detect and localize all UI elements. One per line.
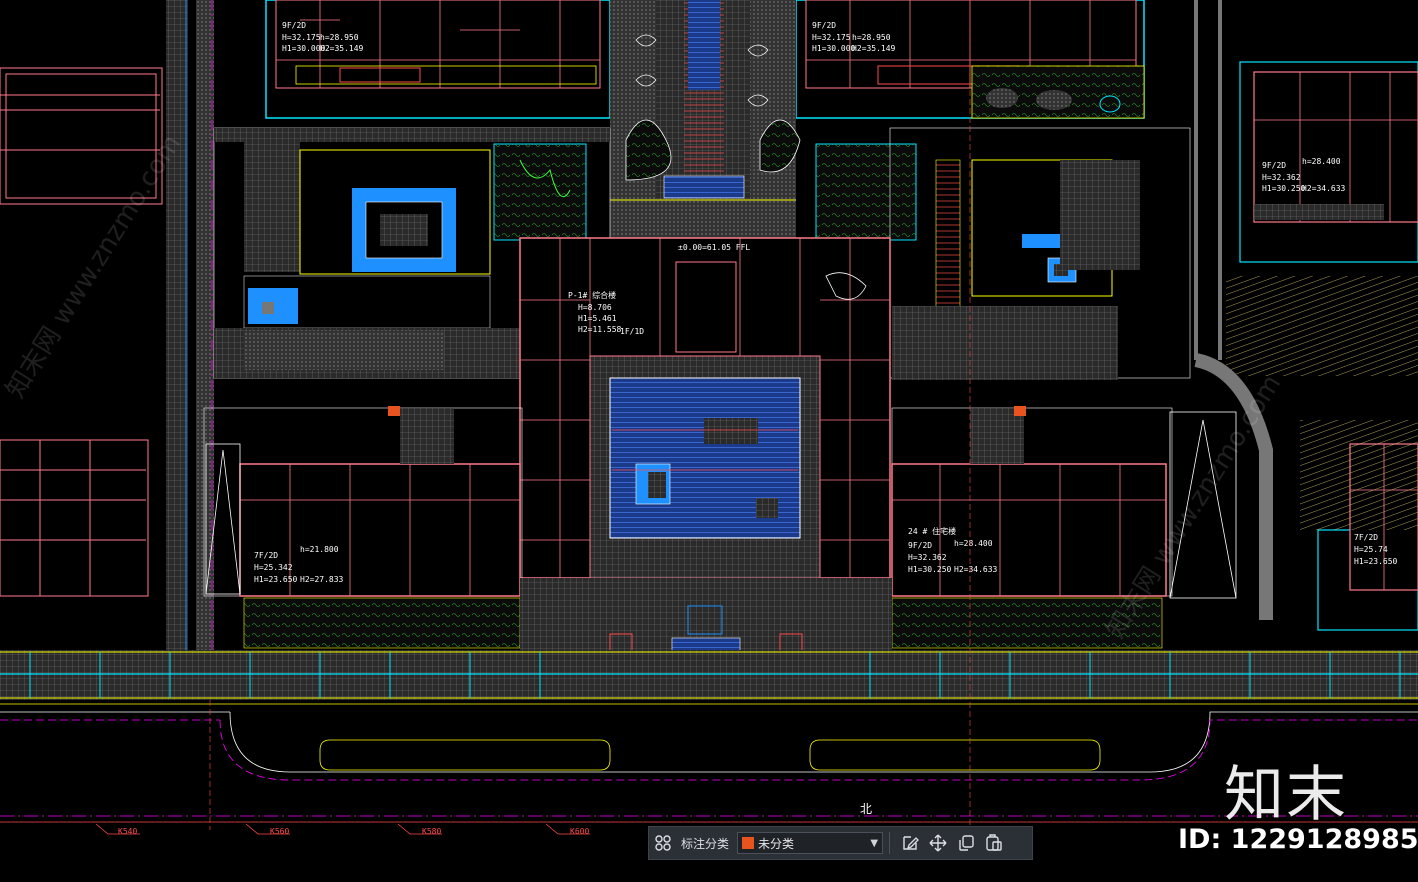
hatch-area-right-lower bbox=[1300, 420, 1418, 530]
bldg-lr-floors: 9F/2D bbox=[908, 541, 932, 550]
station-k580: K580 bbox=[422, 827, 441, 836]
bldg-tr-floors: 9F/2D bbox=[812, 21, 836, 30]
category-select-value: 未分类 bbox=[758, 836, 795, 851]
bldg-ll-floors: 7F/2D bbox=[254, 551, 278, 560]
building-right-top: 9F/2D H=32.362 H1=30.250 h=28.400 H2=34.… bbox=[1239, 61, 1418, 263]
bldg-center-elevation: ±0.00=61.05 FFL bbox=[678, 243, 750, 252]
bldg-tr-h: h=28.950 bbox=[852, 33, 891, 42]
station-k600: K600 bbox=[570, 827, 589, 836]
asset-id: ID: 1229128985 bbox=[1178, 824, 1418, 855]
road-station-labels: K540 K560 K580 K600 bbox=[95, 823, 590, 836]
road-band bbox=[0, 0, 1418, 830]
building-lower-left: 7F/2D H=25.342 H1=23.650 h=21.800 H2=27.… bbox=[203, 406, 523, 597]
bldg-lr-h0: H=32.362 bbox=[908, 553, 947, 562]
bldg-lr-h2: H2=34.633 bbox=[954, 565, 998, 574]
building-top-left: 9F/2D H=32.175 H1=30.000 h=28.950 H2=35.… bbox=[265, 0, 611, 119]
station-k540: K540 bbox=[118, 827, 137, 836]
bldg-center-h1: H1=5.461 bbox=[578, 314, 617, 323]
bldg-tr-h2: H2=35.149 bbox=[852, 44, 896, 53]
bldg-tr-h1: H1=30.000 bbox=[812, 44, 856, 53]
bldg-tl-floors: 9F/2D bbox=[282, 21, 306, 30]
building-lower-right: 24 # 住宅楼 9F/2D H=32.362 H1=30.250 h=28.4… bbox=[891, 406, 1237, 599]
bldg-fr-floors: 7F/2D bbox=[1354, 533, 1378, 542]
bldg-center-h2: H2=11.558 bbox=[578, 325, 622, 334]
walkway-left-inner bbox=[196, 0, 214, 700]
bldg-rt-h2: H2=34.633 bbox=[1302, 184, 1346, 193]
grid-icon[interactable] bbox=[649, 829, 677, 857]
station-k560: K560 bbox=[270, 827, 289, 836]
bldg-fr-h0: H=25.74 bbox=[1354, 545, 1388, 554]
edit-icon[interactable] bbox=[896, 829, 924, 857]
bldg-tl-h0: H=32.175 bbox=[282, 33, 321, 42]
courtyard-upper-left bbox=[213, 127, 611, 379]
annotation-toolbar: 标注分类 未分类 ▼ bbox=[648, 826, 1033, 860]
bldg-lr-h: h=28.400 bbox=[954, 539, 993, 548]
bldg-center-floors: 1F/1D bbox=[620, 327, 644, 336]
bldg-lr-num: 24 # 住宅楼 bbox=[908, 526, 956, 536]
bldg-ll-h0: H=25.342 bbox=[254, 563, 293, 572]
move-icon[interactable] bbox=[924, 829, 952, 857]
category-color-swatch bbox=[742, 837, 755, 849]
building-center: P-1# 综合楼 H=8.706 H1=5.461 H2=11.558 1F/1… bbox=[519, 237, 891, 580]
curved-walkway-right bbox=[1194, 353, 1273, 620]
copy-icon[interactable] bbox=[952, 829, 980, 857]
courtyard-upper-right bbox=[815, 127, 1191, 380]
category-label: 标注分类 bbox=[681, 836, 730, 851]
paste-icon[interactable] bbox=[980, 829, 1008, 857]
category-select[interactable]: 未分类 ▼ bbox=[737, 832, 884, 854]
bldg-rt-h: h=28.400 bbox=[1302, 157, 1341, 166]
bldg-ll-h2: H2=27.833 bbox=[300, 575, 344, 584]
bldg-center-h: H=8.706 bbox=[578, 303, 612, 312]
bldg-tl-h: h=28.950 bbox=[320, 33, 359, 42]
central-axis-boulevard bbox=[610, 0, 801, 240]
walkway-right bbox=[1194, 0, 1222, 360]
brand-logo: 知末 bbox=[1224, 760, 1348, 830]
toolbar-divider bbox=[889, 832, 891, 854]
bldg-tl-h1: H1=30.000 bbox=[282, 44, 326, 53]
bldg-fr-h1: H1=23.650 bbox=[1354, 557, 1398, 566]
bldg-center-name: P-1# 综合楼 bbox=[568, 290, 616, 300]
bldg-lr-h1: H1=30.250 bbox=[908, 565, 952, 574]
neighbor-block-left bbox=[0, 67, 163, 597]
bldg-tr-h0: H=32.175 bbox=[812, 33, 851, 42]
walkway-left bbox=[166, 0, 188, 700]
bldg-rt-h1: H1=30.250 bbox=[1262, 184, 1306, 193]
north-label: 北 bbox=[860, 802, 873, 816]
bldg-rt-floors: 9F/2D bbox=[1262, 161, 1286, 170]
bldg-ll-h: h=21.800 bbox=[300, 545, 339, 554]
bldg-rt-h0: H=32.362 bbox=[1262, 173, 1301, 182]
bldg-tl-h2: H2=35.149 bbox=[320, 44, 364, 53]
bldg-ll-h1: H1=23.650 bbox=[254, 575, 298, 584]
hatch-area-right bbox=[1226, 276, 1418, 376]
chevron-down-icon: ▼ bbox=[870, 837, 879, 849]
garden-top-right bbox=[971, 65, 1145, 119]
